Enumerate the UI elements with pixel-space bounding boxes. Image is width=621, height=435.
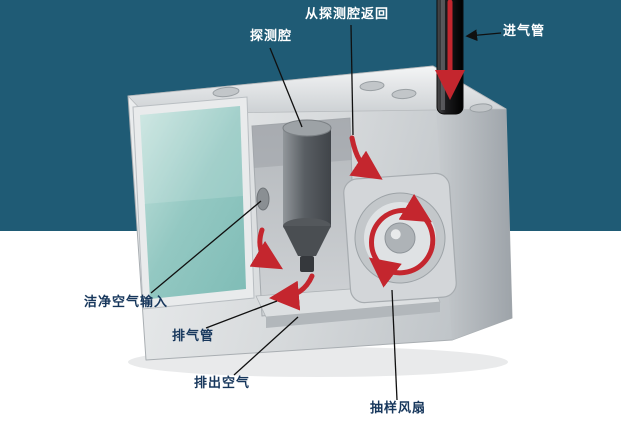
detection-chamber bbox=[282, 119, 332, 272]
label-sampling-fan: 抽样风扇 bbox=[370, 401, 427, 416]
leader-clean-air-input bbox=[150, 200, 262, 294]
vent-holes bbox=[212, 80, 493, 113]
label-clean-air-input: 洁净空气输入 bbox=[84, 295, 169, 310]
label-exhaust-air: 排出空气 bbox=[194, 376, 251, 391]
label-detection-chamber: 探测腔 bbox=[250, 29, 293, 44]
airflow-arrows bbox=[249, 0, 465, 311]
label-return-from-chamber: 从探测腔返回 bbox=[305, 7, 390, 22]
leader-return-from-chamber bbox=[350, 24, 354, 136]
leader-sampling-fan bbox=[391, 289, 398, 401]
display-screen bbox=[132, 96, 255, 310]
leader-detection-chamber bbox=[269, 47, 303, 128]
label-intake-pipe: 进气管 bbox=[503, 24, 546, 39]
clean-air-inlet bbox=[256, 187, 270, 211]
label-exhaust-pipe: 排气管 bbox=[172, 329, 215, 344]
leader-exhaust-pipe bbox=[205, 300, 278, 329]
leader-exhaust-air bbox=[233, 316, 299, 376]
leader-intake-pipe bbox=[465, 29, 502, 42]
